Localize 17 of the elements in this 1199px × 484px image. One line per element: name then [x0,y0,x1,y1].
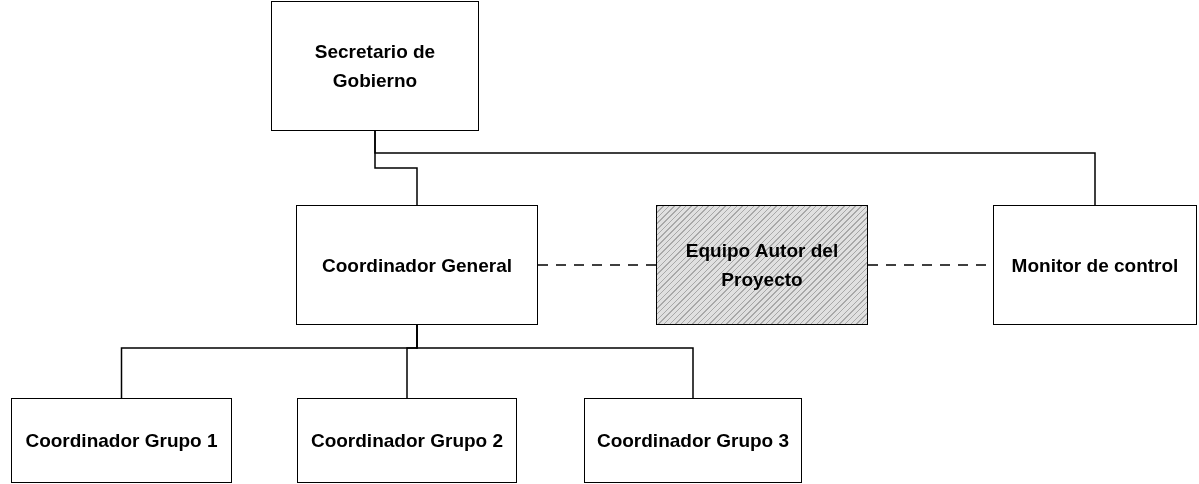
org-box [297,398,517,483]
box-label: Monitor de control [1011,253,1179,278]
connector-line [374,130,1096,206]
dashed-connector [537,264,657,266]
hatched-box [656,205,868,325]
box-label: Coordinador Grupo 2 [310,429,504,453]
box-label: Secretario de Gobierno [313,40,437,93]
box-label: Coordinador General [322,253,512,278]
org-box [11,398,232,483]
org-box [271,1,479,131]
org-box [993,205,1197,325]
connector-line [416,324,694,399]
box-label: Coordinador Grupo 1 [25,429,218,453]
box-label: Coordinador Grupo 3 [596,429,790,453]
box-label: Equipo Autor del Proyecto [684,239,840,292]
org-box [584,398,802,483]
org-box [296,205,538,325]
